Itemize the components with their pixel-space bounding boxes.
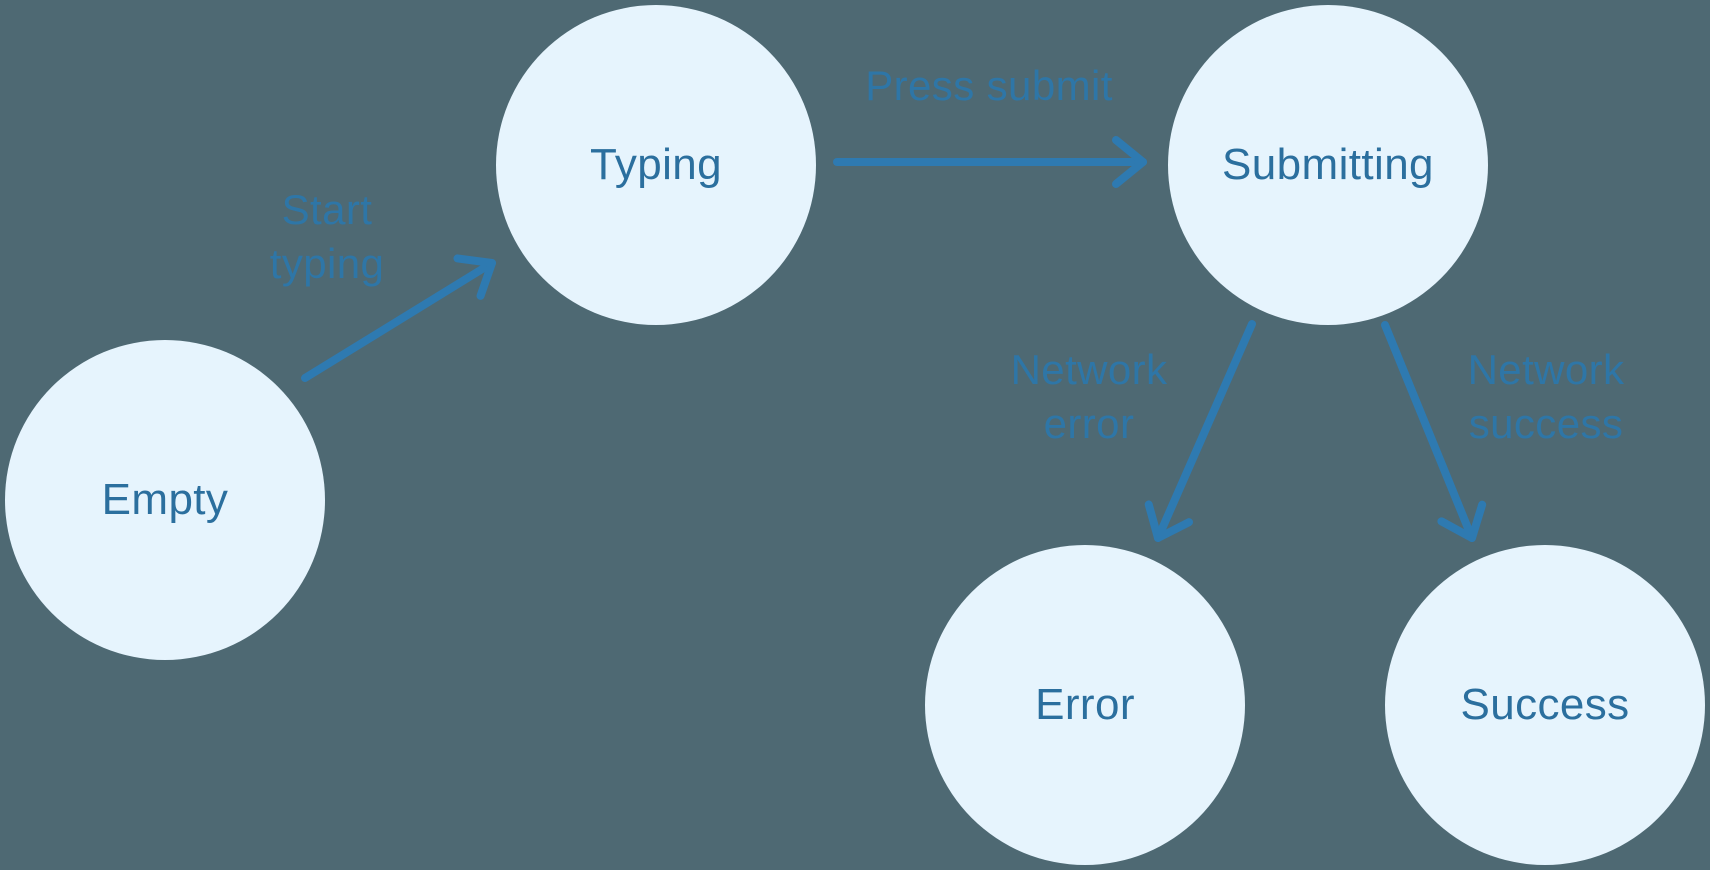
state-error: Error [925, 545, 1245, 865]
transition-label-network-error: Network error [1011, 343, 1168, 451]
state-empty: Empty [5, 340, 325, 660]
state-label: Submitting [1222, 140, 1434, 189]
state-label: Error [1035, 680, 1135, 729]
transition-label-network-success: Network success [1468, 343, 1625, 451]
transition-label-line: Start [281, 186, 373, 233]
arrow-submitting-to-success [1381, 321, 1487, 542]
transition-label-line: Press submit [865, 62, 1113, 109]
arrow-submitting-to-error [1144, 320, 1256, 542]
transition-label-press-submit: Press submit [865, 59, 1113, 113]
state-success: Success [1385, 545, 1705, 865]
transition-label-line: error [1043, 400, 1135, 447]
transition-label-line: typing [269, 240, 385, 287]
transition-label-line: success [1468, 400, 1624, 447]
transition-label-line: Network [1467, 346, 1625, 393]
state-label: Typing [589, 140, 723, 189]
transition-label-line: Network [1010, 346, 1168, 393]
state-submitting: Submitting [1168, 5, 1488, 325]
state-label: Success [1460, 680, 1630, 729]
state-label: Empty [101, 475, 229, 524]
transition-label-start-typing: Start typing [270, 183, 384, 291]
state-typing: Typing [496, 5, 816, 325]
